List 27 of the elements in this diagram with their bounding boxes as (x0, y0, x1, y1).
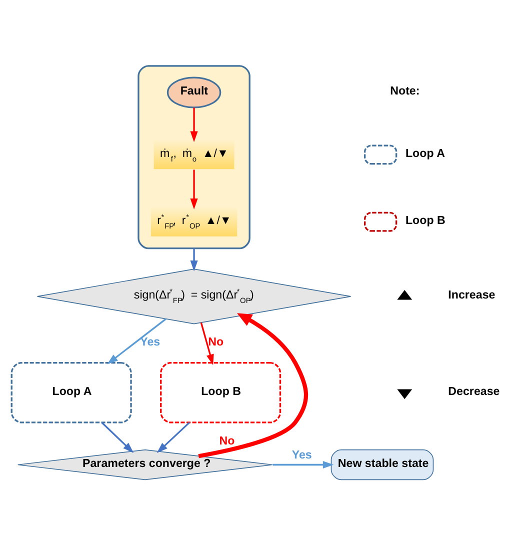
legend-label: Decrease (448, 384, 500, 398)
legend-label: Loop A (405, 146, 445, 160)
node-diamond: Parameters converge ? (17, 449, 273, 480)
edge-label: Yes (140, 336, 160, 349)
arrow (107, 318, 166, 364)
arrow (101, 422, 134, 453)
legend-label: Increase (448, 288, 496, 302)
cluster (138, 65, 250, 250)
edge-label: No (219, 434, 235, 448)
edge-label: No (208, 336, 224, 349)
node-box: Loop A (10, 362, 132, 424)
arrow (156, 422, 190, 453)
legend-label: Loop B (405, 214, 446, 228)
arrow (190, 108, 198, 142)
label: Note: (390, 84, 420, 98)
node-ellipse: Fault (166, 76, 222, 108)
arrow (198, 313, 308, 458)
node-box: New stable state (330, 449, 434, 480)
node-box: ṁ$_{f}$, ṁ$_{o}$ ▲/▼ (153, 139, 236, 170)
arrow (190, 248, 198, 272)
arrow (272, 460, 334, 469)
arrow (200, 322, 214, 366)
node-box: Loop B (160, 362, 282, 424)
edge-label: Yes (292, 448, 312, 462)
node-diamond: sign(Δr$^{*}$$_{FP}$) = sign(Δr$^{*}$$_{OP}$) (36, 268, 352, 324)
node-box: r$^{*}$$_{FP}$, r$^{*}$$_{OP}$ ▲/▼ (150, 206, 238, 238)
arrow (190, 170, 198, 210)
